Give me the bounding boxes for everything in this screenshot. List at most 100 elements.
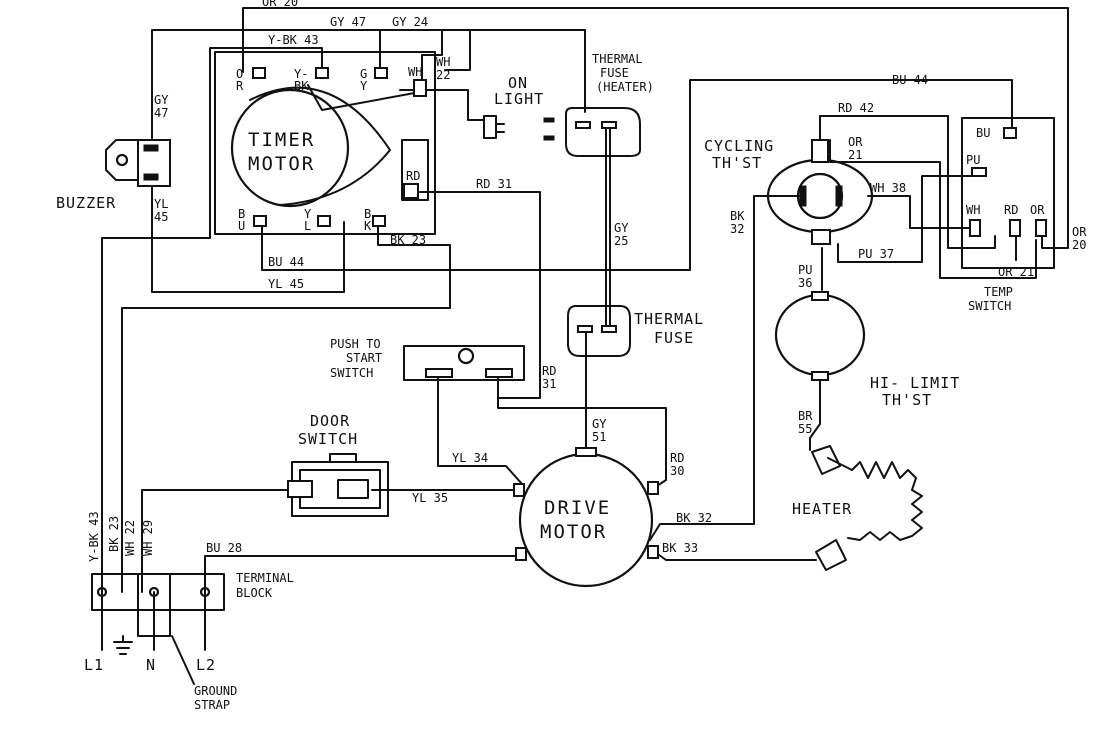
label-thermal-heater-2: FUSE: [600, 66, 629, 80]
wire-label-wh22-2: 22: [436, 68, 450, 82]
timer-term-ybk-2: BK: [294, 79, 309, 93]
label-push-2: START: [346, 351, 382, 365]
label-heater: HEATER: [792, 500, 852, 518]
timer-housing: [214, 51, 436, 235]
label-temp-switch: SWITCH: [968, 299, 1011, 313]
thermal-fuse: [567, 305, 631, 357]
wire-bk23: [121, 225, 451, 593]
wire-label-gy24: GY 24: [392, 15, 428, 29]
label-temp: TEMP: [984, 285, 1013, 299]
label-ground-strap: STRAP: [194, 698, 230, 712]
label-door-switch: SWITCH: [298, 430, 358, 448]
wire-label-gy47-1: GY: [154, 93, 169, 107]
wire-label-pu36-2: 36: [798, 276, 812, 290]
timer-assembly: [214, 51, 436, 235]
wire-label-rd30-2: 30: [670, 464, 684, 478]
label-thermal-heater-1: THERMAL: [592, 52, 643, 66]
label-l2: L2: [196, 656, 216, 674]
label-push-1: PUSH TO: [330, 337, 381, 351]
wire-pu37: [837, 175, 973, 263]
wire-rd30: [497, 379, 667, 489]
wire-label-or20-side-1: OR: [1072, 225, 1087, 239]
wire-label-br55-1: BR: [798, 409, 813, 423]
label-drive-motor: MOTOR: [540, 521, 607, 543]
wire-label-gy51-1: GY: [592, 417, 607, 431]
wire-label-pu36-1: PU: [798, 263, 812, 277]
wire-label-bk32-2: 32: [730, 222, 744, 236]
ground-symbol-icon: [113, 635, 133, 655]
wire-label-rd31-1: RD: [542, 364, 556, 378]
label-terminal-block: BLOCK: [236, 586, 273, 600]
label-thermal-fuse-1: THERMAL: [634, 310, 704, 328]
wire-label-yl35: YL 35: [412, 491, 448, 505]
wire-label-bk32-1: BK: [730, 209, 745, 223]
wire-label-wh22-vert: WH 22: [123, 520, 137, 556]
wire-wh38: [867, 195, 973, 229]
wire-label-or20-top: OR 20: [262, 0, 298, 9]
wire-label-yl45-low: YL 45: [268, 277, 304, 291]
wire-label-pu37: PU 37: [858, 247, 894, 261]
buzzer: [105, 139, 171, 187]
timer-term-bu-2: U: [238, 219, 245, 233]
timer-term-ybk-1: Y-: [294, 67, 308, 81]
label-push-3: SWITCH: [330, 366, 373, 380]
timer-term-bk-2: K: [364, 219, 372, 233]
cycling-thermostat: [766, 139, 874, 245]
temp-term-wh: WH: [966, 203, 980, 217]
timer-motor-body: [230, 88, 350, 208]
wire-label-gy47-2: 47: [154, 106, 168, 120]
label-thermal-fuse-2: FUSE: [654, 329, 694, 347]
temp-term-pu: PU: [966, 153, 980, 167]
drive-motor: [513, 447, 659, 588]
label-light: LIGHT: [494, 90, 544, 108]
wire-label-gy25-2: 25: [614, 234, 628, 248]
hi-limit-thermostat: [774, 291, 866, 381]
label-timer: TIMER: [248, 129, 315, 151]
wire-or20: [242, 7, 1069, 249]
wire-label-bu44-low: BU 44: [268, 255, 304, 269]
wire-label-ybk43-top: Y-BK 43: [268, 33, 319, 47]
push-to-start-switch: [403, 345, 525, 381]
wire-rd31: [419, 191, 541, 399]
wire-label-bk23-timer: BK 23: [390, 233, 426, 247]
timer-term-yl-1: Y: [304, 207, 312, 221]
wire-rd42: [819, 115, 1017, 261]
timer-term-wh: WH: [408, 65, 422, 79]
label-on: ON: [508, 74, 528, 92]
wire-label-yl45-1: YL: [154, 197, 168, 211]
timer-term-rd: RD: [406, 169, 420, 183]
wire-label-or21-1: OR: [848, 135, 863, 149]
wire-label-bu28: BU 28: [206, 541, 242, 555]
timer-term-yl-2: L: [304, 219, 311, 233]
timer-term-gy-2: Y: [360, 79, 368, 93]
terminal-block: [91, 573, 225, 685]
timer-cam-belt: [249, 86, 391, 206]
wire-label-or21-bottom: OR 21: [998, 265, 1034, 279]
wire-door-to-n: [141, 489, 289, 593]
wire-label-gy47-top: GY 47: [330, 15, 366, 29]
label-door: DOOR: [310, 412, 350, 430]
timer-term-bk-1: B: [364, 207, 371, 221]
ground-strap-lead: [171, 635, 195, 685]
label-ground: GROUND: [194, 684, 237, 698]
wire-label-wh29-vert: WH 29: [141, 520, 155, 556]
wire-br55: [809, 379, 821, 451]
wire-label-rd31-top: RD 31: [476, 177, 512, 191]
wire-yl34: [437, 373, 523, 485]
on-light: [483, 115, 555, 141]
temp-term-rd: RD: [1004, 203, 1018, 217]
door-switch: [287, 453, 389, 517]
wire-label-bk33: BK 33: [662, 541, 698, 555]
timer-term-bu-1: B: [238, 207, 245, 221]
label-cycling: CYCLING: [704, 137, 774, 155]
label-hilimit-thst: TH'ST: [882, 391, 932, 409]
wire-wh22: [421, 29, 549, 81]
wire-yl45: [151, 181, 345, 293]
wire-label-rd30-1: RD: [670, 451, 684, 465]
timer-term-or-1: O: [236, 67, 243, 81]
label-l1: L1: [84, 656, 104, 674]
label-terminal: TERMINAL: [236, 571, 294, 585]
wire-label-gy51-2: 51: [592, 430, 606, 444]
label-thermal-heater-3: (HEATER): [596, 80, 654, 94]
